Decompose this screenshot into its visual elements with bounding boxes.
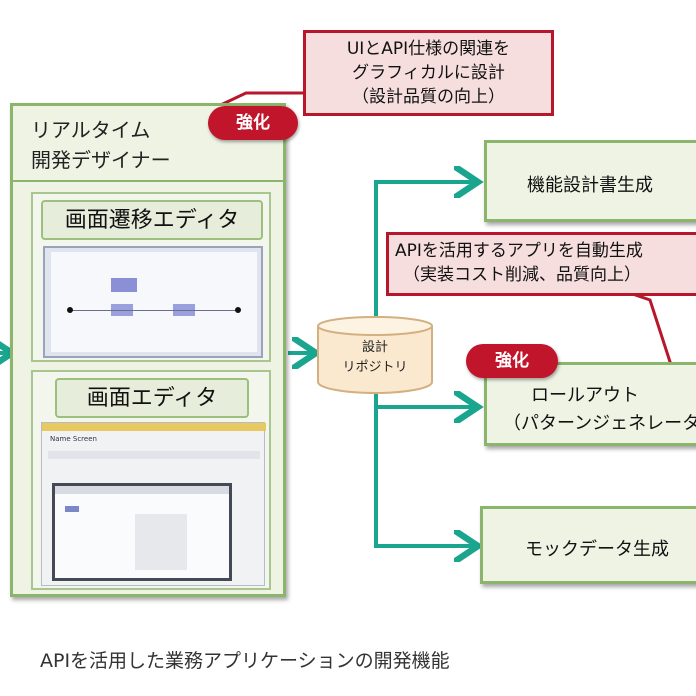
callout-leader-mid: [629, 291, 674, 369]
badge-enhanced-top: 強化: [208, 106, 298, 140]
note-mid-line2: （実装コスト削減、品質向上）: [403, 265, 641, 285]
mock-dialog: [52, 483, 232, 581]
note-top-line2: グラフィカルに設計: [352, 63, 505, 83]
screenshot-canvas: [51, 252, 257, 352]
screen-editor-title: 画面エディタ: [55, 378, 249, 418]
screen-editor-screenshot: Name Screen: [41, 422, 266, 586]
mock-dialog-field: [135, 514, 187, 570]
box-spec-label: 機能設計書生成: [527, 175, 653, 196]
note-mid-line1: APIを活用するアプリを自動生成: [395, 241, 643, 261]
box-spec-generation: 機能設計書生成: [484, 140, 696, 222]
note-top-line1: UIとAPI仕様の関連を: [346, 39, 511, 59]
mock-field-bar: [48, 451, 260, 459]
designer-title-line2: 開発デザイナー: [31, 148, 171, 172]
transition-editor-screenshot: [43, 246, 263, 358]
repository-label-line1: 設計: [361, 340, 388, 355]
repository-label-line2: リポジトリ: [342, 360, 408, 375]
design-repository-cylinder: [317, 316, 433, 394]
flow-edge: [71, 310, 239, 311]
note-ui-api-graphical-design: UIとAPI仕様の関連を グラフィカルに設計 （設計品質の向上）: [303, 30, 554, 116]
designer-title-divider: [13, 180, 283, 182]
box-mock-label: モックデータ生成: [525, 539, 669, 560]
note-top-line3: （設計品質の向上）: [352, 87, 505, 107]
badge-enhanced-mid: 強化: [466, 344, 558, 378]
box-rollout-line2: （パターンジェネレータ: [503, 413, 696, 434]
mock-dialog-icon: [65, 506, 79, 512]
realtime-designer-box: リアルタイム 開発デザイナー 画面遷移エディタ 画面エディタ Name Scre…: [10, 103, 286, 597]
note-auto-generate-app: APIを活用するアプリを自動生成 （実装コスト削減、品質向上）: [386, 232, 696, 296]
mock-dialog-header: [55, 486, 229, 494]
designer-title-line1: リアルタイム: [31, 118, 151, 142]
flow-start-dot: [67, 307, 73, 313]
flow-node: [111, 278, 137, 292]
transition-editor-panel: 画面遷移エディタ: [31, 192, 271, 362]
screen-editor-panel: 画面エディタ Name Screen: [31, 370, 271, 590]
mock-toolbar: [42, 423, 266, 431]
box-mock-data: モックデータ生成: [480, 506, 696, 584]
flow-end-dot: [235, 307, 241, 313]
box-rollout-line1: ロールアウト: [531, 385, 639, 406]
figure-caption: APIを活用した業務アプリケーションの開発機能: [40, 650, 450, 672]
arrow-to-mock: [374, 407, 474, 546]
transition-editor-title: 画面遷移エディタ: [41, 200, 263, 240]
arrow-to-spec: [374, 182, 474, 318]
mock-screen-label: Name Screen: [50, 435, 97, 443]
